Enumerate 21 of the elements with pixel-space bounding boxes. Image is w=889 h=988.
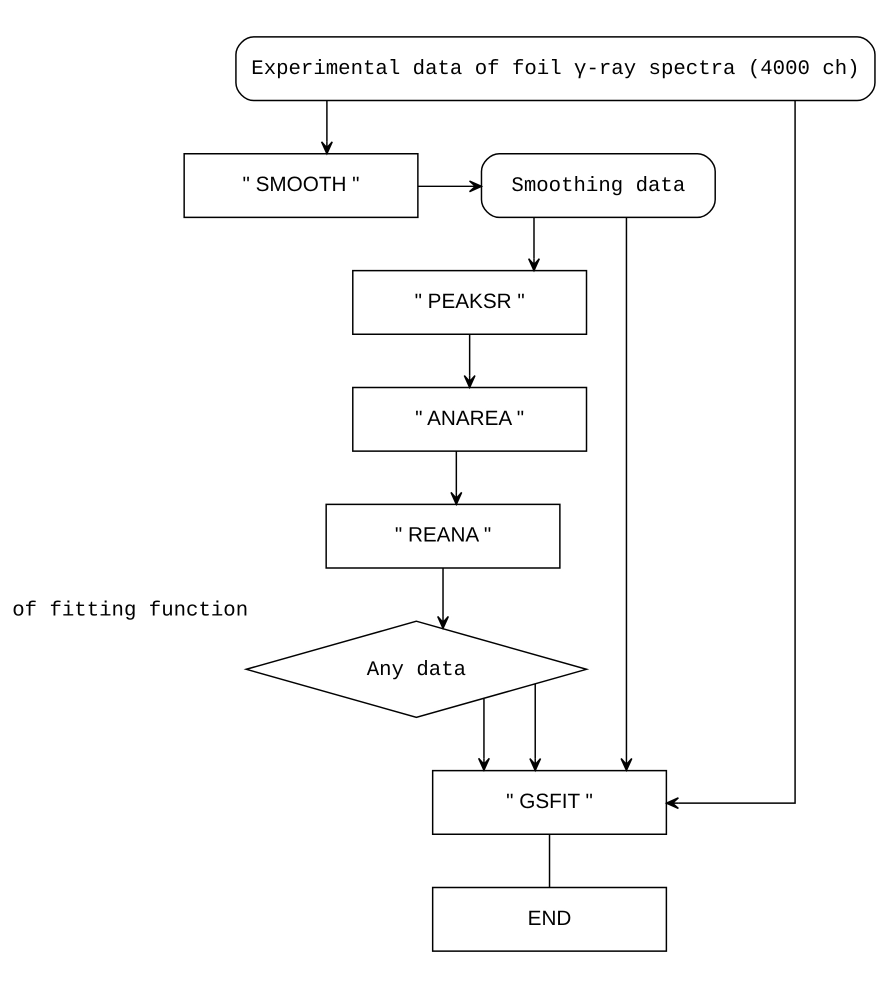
node-box: Smoothing data: [480, 153, 716, 218]
connector: [548, 834, 550, 888]
arrow: [418, 180, 482, 192]
arrow: [529, 684, 542, 772]
arrow: [320, 100, 333, 154]
node-diamond: Any data: [244, 620, 590, 718]
node-label: of fitting function: [12, 600, 248, 623]
arrow: [464, 334, 476, 388]
arrow: [620, 217, 632, 772]
node-box: " ANAREA ": [352, 386, 588, 452]
arrow: [666, 100, 796, 810]
node-box: END: [432, 886, 668, 952]
arrow: [450, 451, 462, 505]
arrow: [478, 698, 490, 771]
arrow: [436, 568, 450, 629]
node-box: Experimental data of foil γ-ray spectra (4000 ch): [235, 36, 876, 102]
node-box: " GSFIT ": [432, 770, 668, 835]
node-box: " SMOOTH ": [183, 153, 419, 218]
arrow: [528, 218, 540, 272]
node-box: " PEAKSR ": [352, 270, 588, 335]
node-box: " REANA ": [325, 504, 561, 569]
